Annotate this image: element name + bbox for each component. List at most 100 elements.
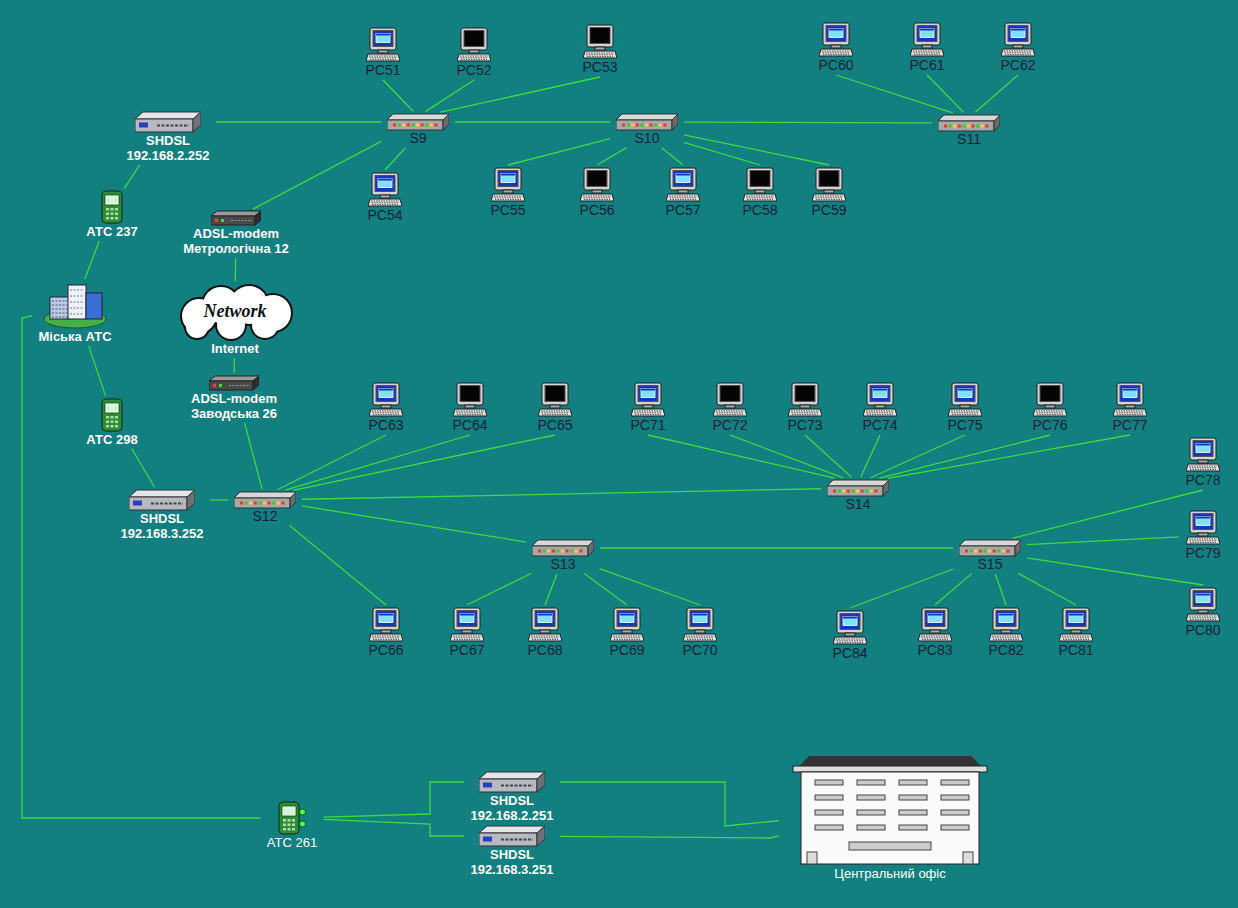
node-label: PC71	[630, 418, 665, 433]
node-label: PC80	[1185, 623, 1220, 638]
node-label: S13	[551, 557, 576, 572]
workstation-icon	[369, 382, 403, 418]
workstation: PC62	[996, 22, 1040, 73]
network-link	[888, 435, 1130, 478]
workstation-icon	[666, 167, 700, 203]
workstation-icon	[580, 167, 614, 203]
network-switch-icon	[532, 539, 594, 557]
shdsl-modem: SHDSL192.168.2.252	[122, 111, 214, 163]
shdsl-modem: SHDSL192.168.3.251	[466, 825, 558, 877]
node-label: S15	[978, 557, 1003, 572]
network-link	[927, 75, 964, 112]
phone-exchange-icon	[100, 398, 124, 432]
network-link	[216, 121, 381, 122]
network-link	[235, 258, 237, 281]
workstation-icon	[918, 607, 952, 643]
node-label: 192.168.2.252	[126, 148, 209, 163]
node-label: PC72	[712, 418, 747, 433]
node-label: S10	[635, 131, 660, 146]
network-link	[730, 435, 843, 478]
node-label: PC58	[742, 203, 777, 218]
network-switch-icon	[938, 114, 1000, 132]
workstation: PC69	[605, 607, 649, 658]
network-link	[323, 819, 464, 836]
network-link	[1027, 537, 1179, 545]
network-link	[1012, 490, 1203, 538]
workstation: PC64	[448, 382, 492, 433]
workstation-icon	[528, 607, 562, 643]
node-label: Міська АТС	[38, 329, 111, 344]
workstation: PC70	[678, 607, 722, 658]
workstation: PC72	[708, 382, 752, 433]
network-link	[124, 165, 140, 189]
workstation-icon	[910, 22, 944, 58]
adsl-modem-icon	[211, 210, 261, 226]
network-link	[684, 142, 760, 165]
node-label: PC75	[947, 418, 982, 433]
node-label: PC63	[368, 418, 403, 433]
node-label: Network	[204, 301, 267, 321]
node-label: ADSL-modem	[193, 226, 279, 241]
workstation-icon	[948, 382, 982, 418]
node-label: PC53	[582, 60, 617, 75]
network-link	[1027, 558, 1203, 585]
workstation: PC81	[1054, 607, 1098, 658]
workstation-icon	[457, 27, 491, 63]
node-label: PC78	[1185, 473, 1220, 488]
node-label: PC56	[579, 203, 614, 218]
internet-cloud: NetworkInternet	[165, 283, 305, 356]
workstation: PC55	[486, 167, 530, 218]
node-label: АТС 261	[267, 835, 317, 850]
workstation: PC80	[1181, 587, 1225, 638]
shdsl-modem-icon	[479, 771, 545, 793]
network-link	[935, 574, 972, 605]
workstation: PC54	[363, 172, 407, 223]
workstation: PC57	[661, 167, 705, 218]
network-link	[302, 506, 526, 542]
node-label: 192.168.3.252	[120, 526, 203, 541]
workstation: PC61	[905, 22, 949, 73]
node-label: Метрологічна 12	[183, 241, 289, 256]
node-label: Internet	[211, 341, 259, 356]
node-label: PC76	[1032, 418, 1067, 433]
workstation-icon	[610, 607, 644, 643]
network-link	[600, 547, 953, 548]
node-label: PC54	[367, 208, 402, 223]
workstation-icon	[368, 172, 402, 208]
network-switch: S10	[612, 113, 682, 146]
node-label: PC73	[787, 418, 822, 433]
node-label: SHDSL	[490, 793, 534, 808]
network-link	[648, 435, 835, 478]
node-label: S14	[846, 497, 871, 512]
node-label: PC74	[862, 418, 897, 433]
workstation-icon	[819, 22, 853, 58]
network-switch: S13	[528, 539, 598, 572]
node-label: PC55	[490, 203, 525, 218]
network-link	[467, 573, 532, 605]
node-label: Центральний офіс	[834, 866, 945, 881]
node-label: S12	[253, 509, 278, 524]
network-link	[293, 435, 555, 490]
node-label: 192.168.2.251	[470, 808, 553, 823]
network-link	[440, 77, 600, 112]
node-label: АТС 298	[86, 432, 137, 447]
workstation-icon	[1001, 22, 1035, 58]
workstation-icon	[366, 27, 400, 63]
workstation-icon	[369, 607, 403, 643]
network-link	[995, 574, 1006, 605]
workstation: PC73	[783, 382, 827, 433]
workstation-icon	[788, 382, 822, 418]
node-label: PC65	[537, 418, 572, 433]
workstation-icon	[812, 167, 846, 203]
network-switch-icon	[959, 539, 1021, 557]
node-label: ADSL-modem	[191, 391, 277, 406]
workstation: PC79	[1181, 510, 1225, 561]
node-label: Заводська 26	[191, 406, 277, 421]
network-link	[302, 489, 821, 500]
network-link	[836, 75, 953, 113]
shdsl-modem-icon	[129, 489, 195, 511]
central-office: Центральний офіс	[781, 754, 999, 881]
workstation-icon	[453, 382, 487, 418]
network-link	[508, 139, 610, 165]
